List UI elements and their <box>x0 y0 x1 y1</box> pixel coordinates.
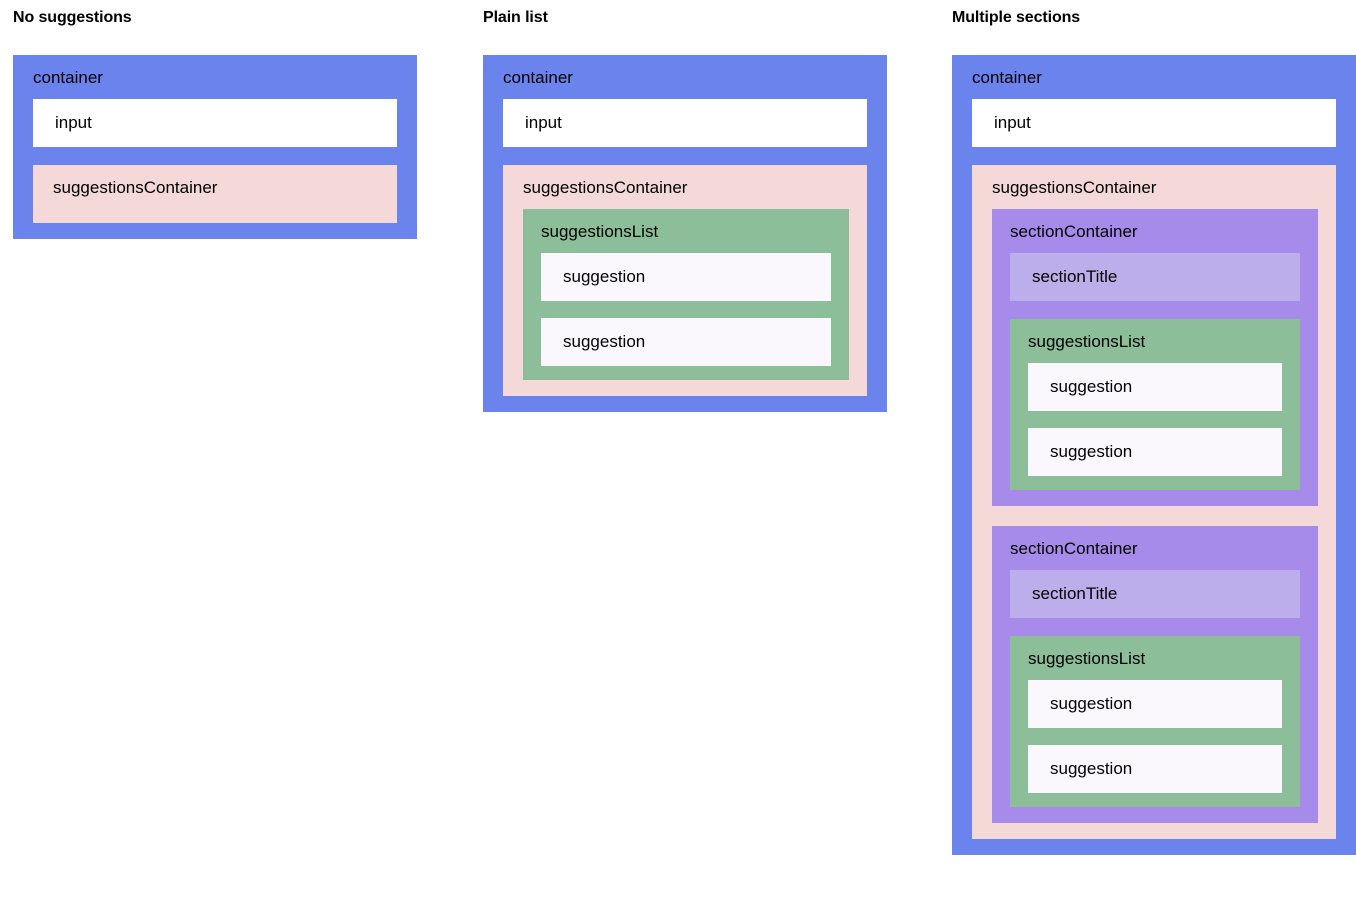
section-container: sectionContainer sectionTitle suggestion… <box>992 209 1318 506</box>
suggestion-item[interactable]: suggestion <box>541 318 831 366</box>
input-box-3[interactable]: input <box>972 99 1336 147</box>
suggestion-item[interactable]: suggestion <box>1028 680 1282 728</box>
suggestion-item[interactable]: suggestion <box>1028 428 1282 476</box>
container-label: container <box>972 68 1042 87</box>
section-title-label: sectionTitle <box>1032 584 1118 603</box>
suggestions-container-label: suggestionsContainer <box>523 178 688 197</box>
suggestion-item[interactable]: suggestion <box>1028 363 1282 411</box>
suggestions-container-box-2: suggestionsContainer suggestionsList sug… <box>503 165 867 396</box>
suggestions-container-label: suggestionsContainer <box>53 178 218 197</box>
container-box-2: container input suggestionsContainer sug… <box>483 55 887 412</box>
input-box-2[interactable]: input <box>503 99 867 147</box>
section-container: sectionContainer sectionTitle suggestion… <box>992 526 1318 823</box>
section-container-label: sectionContainer <box>1010 539 1138 558</box>
container-label: container <box>33 68 103 87</box>
suggestions-list-box: suggestionsList suggestion suggestion <box>1010 319 1300 490</box>
suggestions-list-box: suggestionsList suggestion suggestion <box>1010 636 1300 807</box>
column-no-suggestions: No suggestions container input suggestio… <box>13 0 417 239</box>
suggestions-container-label: suggestionsContainer <box>992 178 1157 197</box>
suggestion-item[interactable]: suggestion <box>1028 745 1282 793</box>
suggestions-list-label: suggestionsList <box>1028 332 1146 351</box>
container-box-3: container input suggestionsContainer sec… <box>952 55 1356 855</box>
column-heading-no-suggestions: No suggestions <box>13 9 132 26</box>
column-heading-plain-list: Plain list <box>483 9 548 26</box>
input-label: input <box>525 113 562 132</box>
column-heading-multiple-sections: Multiple sections <box>952 9 1081 26</box>
suggestion-item[interactable]: suggestion <box>541 253 831 301</box>
suggestions-list-label: suggestionsList <box>541 222 659 241</box>
suggestion-label: suggestion <box>1050 442 1133 461</box>
suggestion-label: suggestion <box>1050 377 1133 396</box>
suggestions-container-box-1: suggestionsContainer <box>33 165 397 223</box>
input-box-1[interactable]: input <box>33 99 397 147</box>
container-box-1: container input suggestionsContainer <box>13 55 417 239</box>
section-title: sectionTitle <box>1010 253 1300 301</box>
suggestion-label: suggestion <box>563 332 646 351</box>
input-label: input <box>994 113 1031 132</box>
suggestions-list-label: suggestionsList <box>1028 649 1146 668</box>
suggestion-label: suggestion <box>1050 759 1133 778</box>
container-label: container <box>503 68 573 87</box>
suggestion-label: suggestion <box>1050 694 1133 713</box>
suggestions-list-box-2: suggestionsList suggestion suggestion <box>523 209 849 380</box>
suggestions-container-box-3: suggestionsContainer sectionContainer se… <box>972 165 1336 839</box>
section-title-label: sectionTitle <box>1032 267 1118 286</box>
input-label: input <box>55 113 92 132</box>
section-title: sectionTitle <box>1010 570 1300 618</box>
column-multiple-sections: Multiple sections container input sugges… <box>952 0 1356 855</box>
suggestion-label: suggestion <box>563 267 646 286</box>
section-container-label: sectionContainer <box>1010 222 1138 241</box>
column-plain-list: Plain list container input suggestionsCo… <box>483 0 887 412</box>
